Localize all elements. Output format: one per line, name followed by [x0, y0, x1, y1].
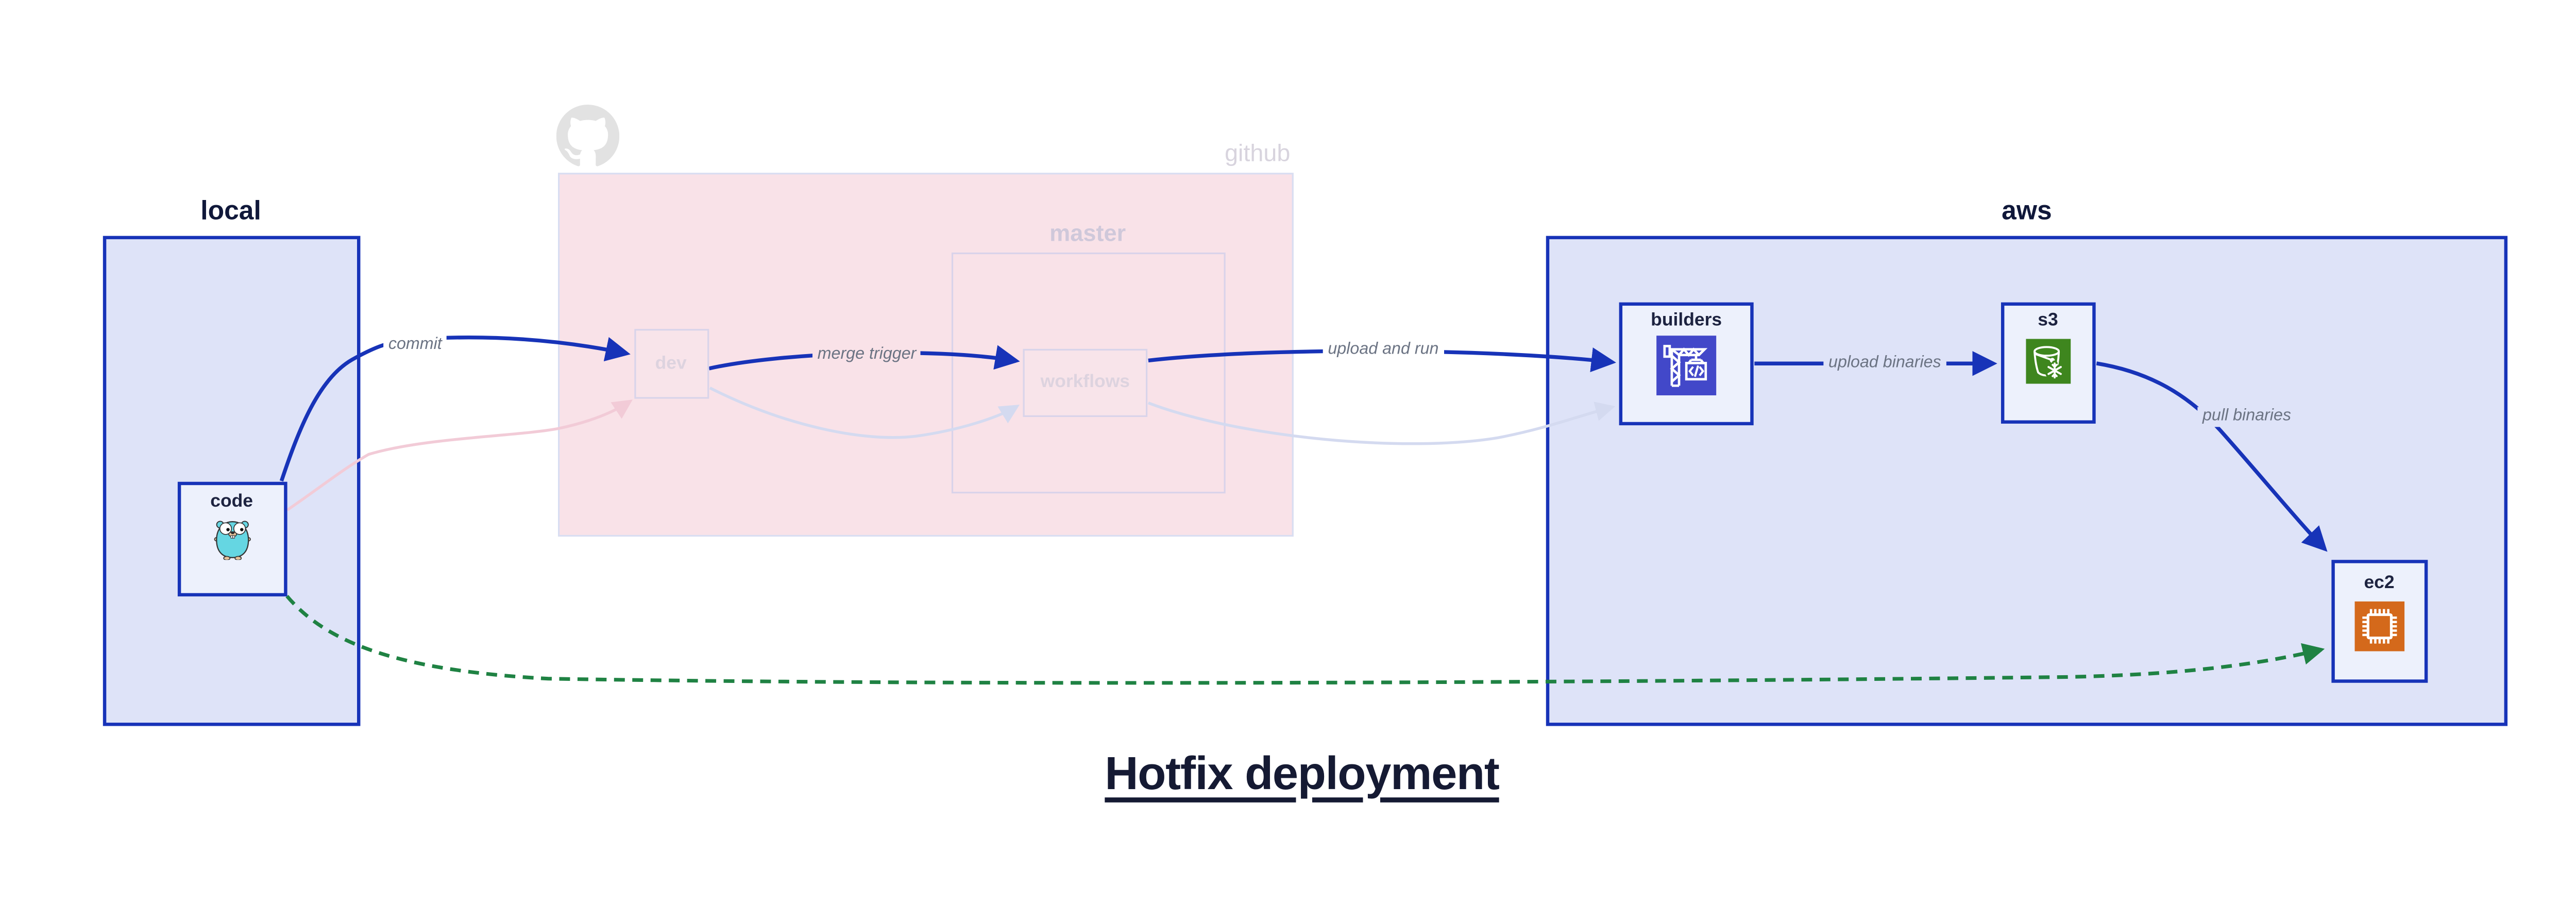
node-builders: builders	[1619, 302, 1754, 425]
node-workflows-label: workflows	[1040, 372, 1130, 392]
edge-label-commit: commit	[383, 336, 447, 356]
github-group-label: github	[1225, 141, 1291, 168]
node-code: code	[177, 481, 287, 596]
s3-glacier-bucket-icon	[2025, 339, 2071, 385]
edge-label-upload-and-run: upload and run	[1323, 340, 1444, 361]
node-workflows: workflows	[1023, 348, 1148, 417]
edge-label-upload-binaries: upload binaries	[1823, 354, 1946, 374]
edge-label-merge-trigger: merge trigger	[812, 344, 922, 365]
node-ec2-label: ec2	[2364, 572, 2395, 593]
aws-group-label: aws	[2002, 197, 2052, 226]
local-group-label: local	[200, 197, 261, 226]
node-dev: dev	[633, 329, 708, 399]
node-s3-label: s3	[2038, 310, 2058, 330]
ec2-chip-icon	[2354, 602, 2404, 652]
local-group-box	[103, 236, 360, 726]
go-gopher-icon	[212, 517, 251, 560]
node-code-label: code	[210, 492, 253, 512]
edge-label-pull-binaries: pull binaries	[2197, 407, 2296, 427]
master-branch-label: master	[1049, 218, 1126, 245]
codebuild-crane-icon	[1656, 336, 1717, 396]
node-builders-label: builders	[1651, 310, 1722, 330]
node-ec2: ec2	[2330, 559, 2428, 682]
node-dev-label: dev	[655, 353, 687, 374]
github-octocat-icon	[555, 104, 619, 166]
master-branch-box	[951, 252, 1225, 494]
diagram-title: Hotfix deployment	[1105, 747, 1500, 799]
node-s3: s3	[2000, 302, 2096, 424]
